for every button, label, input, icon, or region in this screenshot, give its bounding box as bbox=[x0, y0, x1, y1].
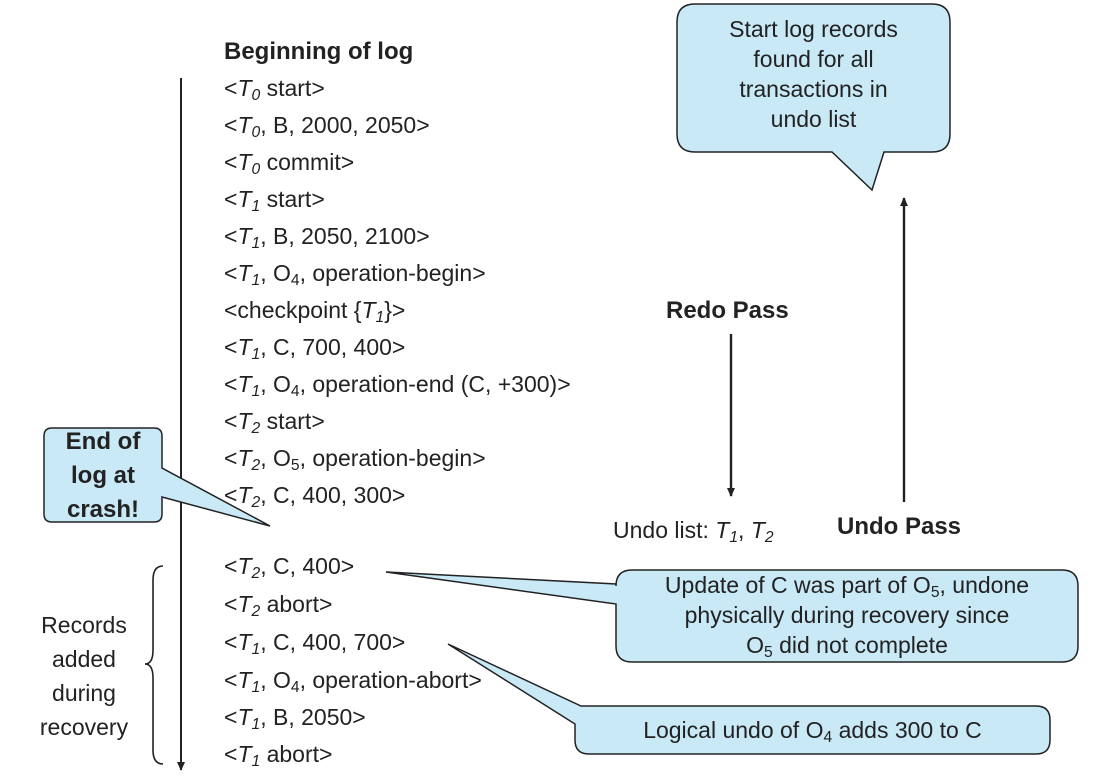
log-record: <T0 commit> bbox=[224, 149, 355, 178]
update-c-callout-shape bbox=[385, 569, 1079, 663]
start-records-line: Start log records bbox=[729, 16, 898, 42]
end-of-log-line: End of bbox=[65, 428, 141, 455]
records-added-line: during bbox=[52, 680, 116, 706]
start-records-callout-text: Start log records found for all transact… bbox=[677, 14, 950, 134]
update-c-line: physically during recovery since bbox=[684, 602, 1010, 628]
update-c-line: Update of C was part of O5, undone bbox=[664, 572, 1030, 601]
recovery-record: <T2 abort> bbox=[224, 591, 333, 620]
log-record: <T1, C, 700, 400> bbox=[224, 334, 406, 363]
log-record: <T1 start> bbox=[224, 186, 325, 215]
end-of-log-line: log at bbox=[71, 462, 135, 489]
recovery-record: <T1, O4, operation-abort> bbox=[224, 667, 482, 696]
undo-pass-label: Undo Pass bbox=[837, 513, 962, 540]
recovery-record: <T2, C, 400> bbox=[224, 553, 355, 582]
start-records-line: undo list bbox=[770, 106, 857, 132]
log-record: <T2, C, 400, 300> bbox=[224, 482, 406, 511]
log-record: <T1, B, 2050, 2100> bbox=[224, 223, 430, 252]
records-added-line: added bbox=[52, 646, 116, 672]
log-record: <T2 start> bbox=[224, 408, 325, 437]
start-records-callout-shape bbox=[676, 3, 951, 192]
log-record: <T1, O4, operation-end (C, +300)> bbox=[224, 371, 571, 400]
log-record: <T0 start> bbox=[224, 75, 325, 104]
start-records-line: transactions in bbox=[739, 76, 888, 102]
redo-pass-label: Redo Pass bbox=[666, 297, 789, 324]
records-added-line: Records bbox=[41, 612, 127, 638]
records-added-label: Records added during recovery bbox=[16, 608, 152, 744]
recovery-record: <T1 abort> bbox=[224, 741, 333, 770]
log-record: <T2, O5, operation-begin> bbox=[224, 445, 486, 474]
end-of-log-line: crash! bbox=[66, 496, 140, 523]
recovery-record: <T1, B, 2050> bbox=[224, 704, 366, 733]
start-records-line: found for all bbox=[753, 46, 874, 72]
log-record: <T1, O4, operation-begin> bbox=[224, 260, 486, 289]
update-c-callout-text: Update of C was part of O5, undone physi… bbox=[616, 570, 1078, 660]
recovery-record: <T1, C, 400, 700> bbox=[224, 629, 406, 658]
records-added-line: recovery bbox=[39, 714, 129, 740]
recovery-brace bbox=[144, 565, 164, 765]
log-record: <T0, B, 2000, 2050> bbox=[224, 112, 430, 141]
end-of-log-callout-text: End of log at crash! bbox=[44, 425, 162, 527]
log-record: <checkpoint {T1}> bbox=[224, 297, 406, 326]
end-of-log-callout-shape bbox=[43, 427, 271, 527]
undo-list: Undo list: T1, T2 bbox=[613, 517, 774, 546]
log-title: Beginning of log bbox=[224, 38, 414, 65]
logical-undo-callout-shape bbox=[447, 643, 1051, 755]
update-c-line: O5 did not complete bbox=[746, 632, 948, 661]
logical-undo-callout-text: Logical undo of O4 adds 300 to C bbox=[643, 717, 982, 746]
